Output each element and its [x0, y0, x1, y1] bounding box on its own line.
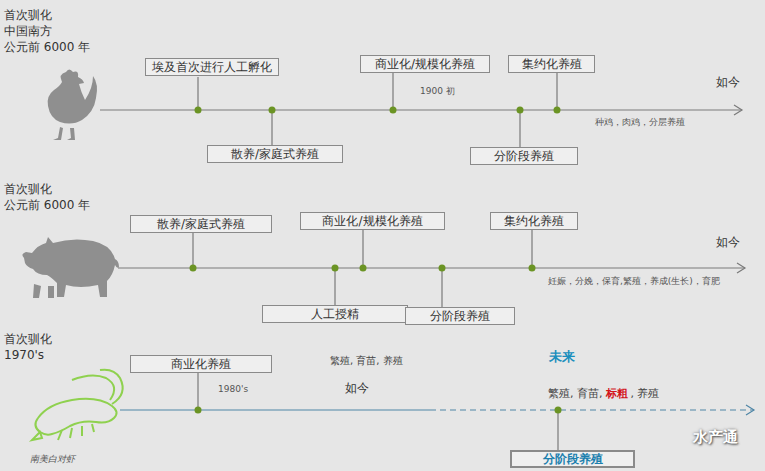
pig-figure [22, 237, 119, 298]
box-text: 商业化/规模化养殖 [322, 214, 422, 228]
shrimp-figure [32, 370, 123, 440]
timeline-note: 妊娠，分娩，保育,繁殖，养成(生长)，育肥 [548, 276, 720, 287]
timeline-note: 1970's [4, 348, 44, 362]
timeline-note: 如今 [716, 75, 740, 89]
timeline-note: 1900 初 [420, 86, 455, 97]
chicken-figure [48, 70, 97, 141]
timeline-note: 1980's [218, 384, 248, 395]
box-text: 人工授精 [311, 307, 359, 321]
box-text: 商业化/规模化养殖 [375, 57, 475, 71]
stage-box: 集约化养殖 [508, 55, 595, 73]
timeline-note: 标粗 [606, 387, 628, 400]
timeline-note: 公元前 6000 年 [4, 198, 90, 212]
box-text: 散养/家庭式养殖 [231, 147, 319, 161]
box-text: 散养/家庭式养殖 [157, 217, 245, 231]
timeline-note: 繁殖, 育苗, 养殖 [330, 355, 403, 367]
stage-box: 商业化养殖 [130, 355, 272, 373]
stage-box: 商业化/规模化养殖 [300, 212, 445, 230]
stage-box: 分阶段养殖 [510, 450, 635, 468]
stage-box: 埃及首次进行人工孵化 [145, 58, 279, 76]
timeline-note: 公元前 6000 年 [4, 40, 90, 54]
stage-box: 人工授精 [262, 305, 408, 323]
timeline-note: 首次驯化 [4, 332, 52, 346]
timeline-note: 如今 [345, 381, 369, 395]
box-text: 分阶段养殖 [430, 309, 490, 323]
timeline-note: 繁殖, 育苗, [548, 387, 603, 400]
stage-box: 散养/家庭式养殖 [207, 145, 343, 163]
timeline-note: 如今 [716, 235, 740, 249]
stage-box: 商业化/规模化养殖 [360, 55, 490, 73]
stage-box: 分阶段养殖 [470, 147, 578, 165]
timeline-dot [195, 407, 562, 414]
box-text: 商业化养殖 [171, 357, 231, 371]
box-text: 集约化养殖 [504, 214, 564, 228]
timeline [100, 73, 742, 147]
stage-box: 集约化养殖 [490, 212, 578, 230]
timeline-note: 未来 [549, 349, 575, 365]
timeline-note: , 养殖 [631, 387, 660, 400]
timeline-note: 首次驯化 [4, 8, 52, 22]
watermark: 水产通 [693, 428, 738, 446]
timeline-note: 首次驯化 [4, 182, 52, 196]
timeline [120, 373, 754, 450]
timeline-note: 中国南方 [4, 24, 52, 38]
box-text: 分阶段养殖 [543, 452, 603, 466]
timeline-note: 南美白对虾 [30, 454, 75, 465]
box-text: 分阶段养殖 [494, 149, 554, 163]
timeline-note: 种鸡，肉鸡，分层养殖 [595, 117, 685, 128]
timeline-dot [195, 107, 561, 114]
box-text: 集约化养殖 [522, 57, 582, 71]
stage-box: 散养/家庭式养殖 [130, 215, 272, 233]
timeline [118, 230, 745, 307]
box-text: 埃及首次进行人工孵化 [152, 60, 272, 74]
stage-box: 分阶段养殖 [405, 307, 515, 325]
timeline-dot [190, 265, 536, 272]
